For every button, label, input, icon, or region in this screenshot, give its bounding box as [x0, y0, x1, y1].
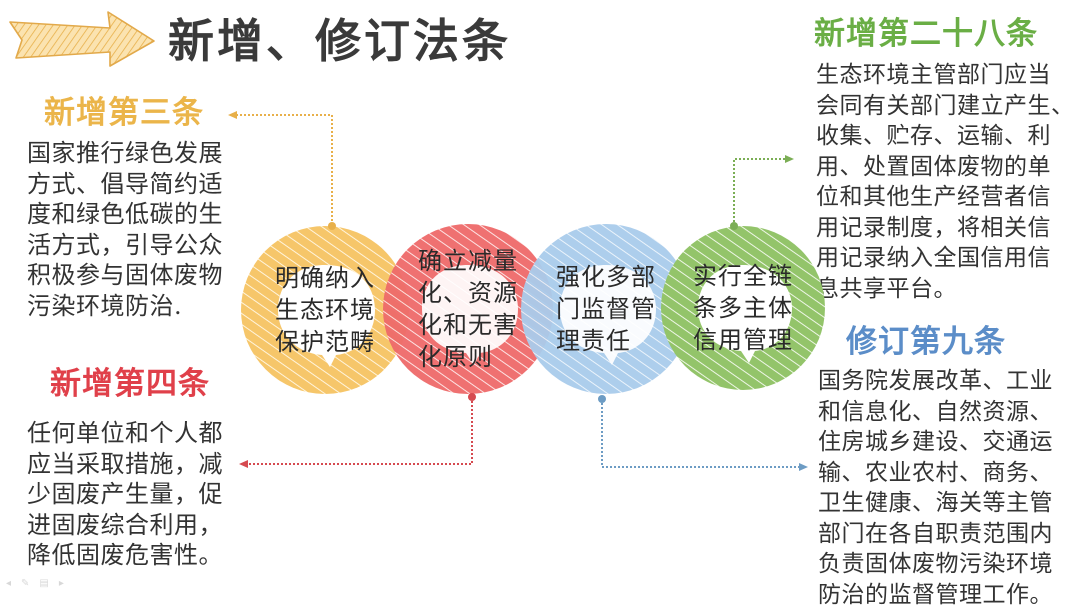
- article-4-body: 任何单位和个人都 应当采取措施，减 少固废产生量，促 进固废综合利用， 降低固废…: [27, 419, 223, 569]
- article-3-body: 国家推行绿色发展 方式、倡导简约适 度和绿色低碳的生 活方式，引导公众 积极参与…: [27, 139, 223, 320]
- sketch-ring-green-icon: [661, 226, 825, 390]
- article-28-body: 生态环境主管部门应当 会同有关部门建立产生、 收集、贮存、运输、利 用、处置固体…: [816, 62, 1075, 302]
- circle-label: 强化多部 门监督管 理责任: [556, 263, 656, 355]
- circle-label: 明确纳入 生态环境 保护范畴: [275, 264, 375, 356]
- next-icon[interactable]: ▸: [58, 578, 64, 589]
- circle-label: 确立减量 化、资源 化和无害 化原则: [418, 247, 518, 371]
- connector-article-4: [239, 393, 476, 468]
- prev-icon[interactable]: ◂: [6, 578, 12, 589]
- circle-ecological-scope: 明确纳入 生态环境 保护范畴: [240, 225, 410, 395]
- article-9-body: 国务院发展改革、工业 和信息化、自然资源、 住房城乡建设、交通运 输、农业农村、…: [818, 368, 1053, 608]
- slideshow-controls: ◂ ✎ ▤ ▸: [6, 578, 64, 589]
- menu-icon[interactable]: ▤: [39, 578, 49, 589]
- sketch-ring-red-icon: [383, 224, 553, 394]
- page-title: 新增、修订法条: [168, 14, 511, 68]
- connector-article-9: [598, 395, 808, 471]
- sketch-arrow-right-icon: [9, 11, 155, 67]
- article-4-heading: 新增第四条: [50, 366, 210, 402]
- circle-label: 实行全链 条多主体 信用管理: [693, 262, 793, 354]
- circle-credit-management: 实行全链 条多主体 信用管理: [660, 225, 826, 391]
- connector-article-3: [228, 111, 336, 230]
- pen-icon[interactable]: ✎: [21, 578, 30, 589]
- circle-multi-department: 强化多部 门监督管 理责任: [520, 223, 692, 395]
- connector-article-28: [730, 155, 794, 230]
- article-9-heading: 修订第九条: [846, 324, 1006, 360]
- sketch-ring-blue-icon: [521, 224, 691, 394]
- circle-reduction-principle: 确立减量 化、资源 化和无害 化原则: [382, 223, 554, 395]
- article-3-heading: 新增第三条: [44, 95, 204, 131]
- article-28-heading: 新增第二十八条: [814, 16, 1038, 52]
- sketch-ring-yellow-icon: [241, 226, 409, 394]
